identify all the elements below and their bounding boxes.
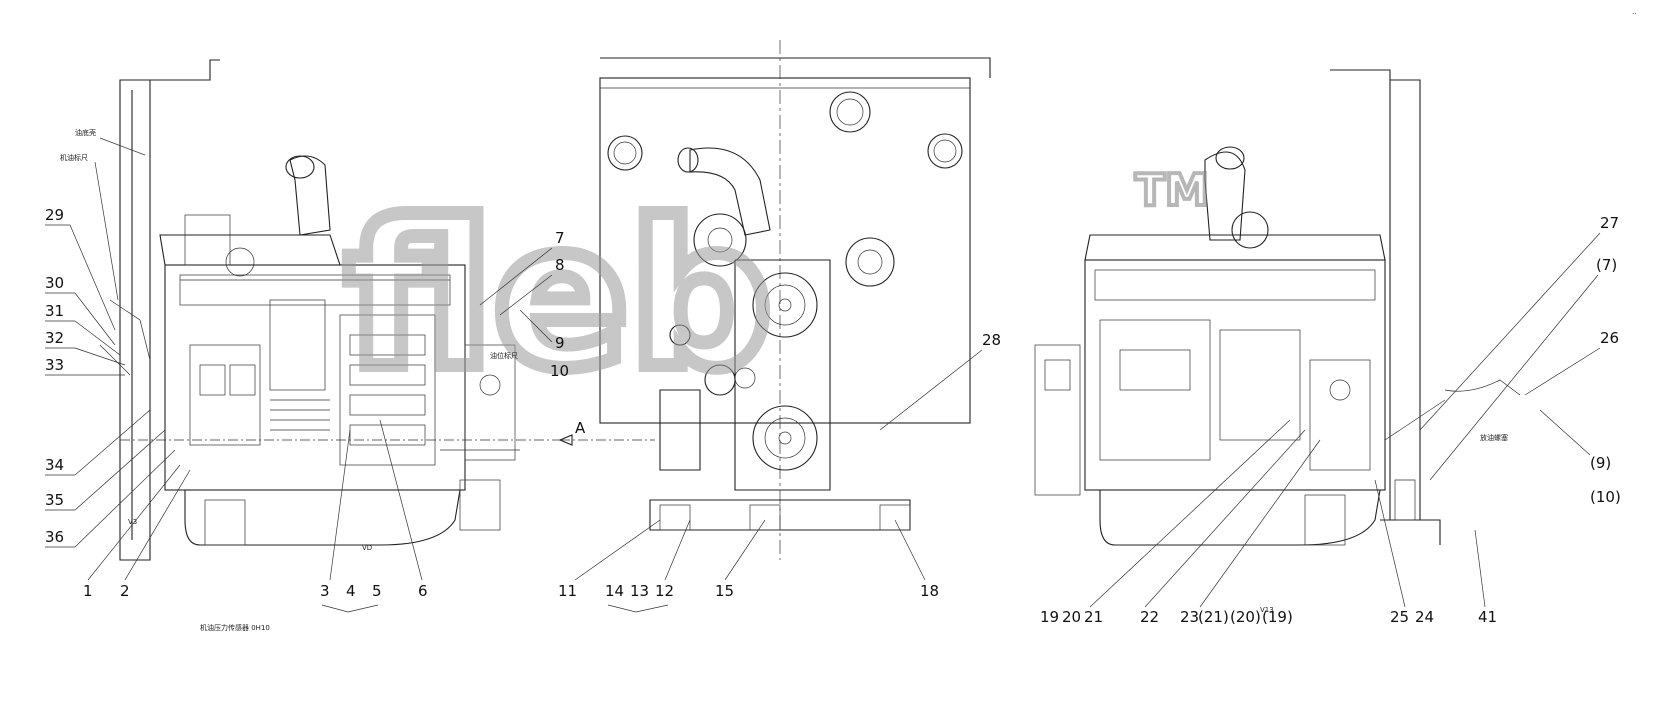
callout-41: 41: [1478, 608, 1497, 626]
callout-36: 36: [45, 528, 64, 546]
callout-33: 33: [45, 356, 64, 374]
callout-30: 30: [45, 274, 64, 292]
callout-12: 12: [655, 582, 674, 600]
watermark: fleb TM: [338, 163, 1211, 420]
front-callouts: 28 11 14 13 12 15 18: [558, 331, 1001, 613]
callout-29: 29: [45, 206, 64, 224]
watermark-text: fleb: [345, 180, 772, 413]
callout-14: 14: [605, 582, 624, 600]
callout-28: 28: [982, 331, 1001, 349]
callout-1: 1: [83, 582, 93, 600]
callout-22: 22: [1140, 608, 1159, 626]
note-oil-pressure-sensor: 机油压力传感器 0H10: [200, 623, 270, 632]
callout-9: 9: [555, 334, 565, 352]
callout-3: 3: [320, 582, 330, 600]
note-drain-plug: 放油螺塞: [1480, 433, 1508, 442]
watermark-trademark: TM: [1135, 165, 1209, 216]
callout-26: 26: [1600, 329, 1619, 347]
callout-27: 27: [1600, 214, 1619, 232]
callout-7: 7: [555, 229, 565, 247]
note-oil-level: 油位标尺: [490, 351, 518, 360]
mark-vd: VD: [362, 544, 372, 552]
view-arrow-label: A: [575, 419, 586, 437]
left-callouts: 29 30 31 32 33 34 35 36 1 2 3 4 5 6 7 8 …: [45, 206, 569, 613]
front-view: [558, 40, 991, 560]
callout-15: 15: [715, 582, 734, 600]
callout-35: 35: [45, 491, 64, 509]
callout-2: 2: [120, 582, 130, 600]
callout-21p: (21): [1198, 608, 1229, 626]
note-oil-pan: 油底壳: [75, 128, 96, 137]
note-dipstick: 机油标尺: [60, 153, 88, 162]
mark-v13: V13: [1260, 606, 1274, 614]
callout-13: 13: [630, 582, 649, 600]
left-side-view: [99, 59, 560, 561]
callout-25: 25: [1390, 608, 1409, 626]
callout-20p: (20): [1230, 608, 1261, 626]
callout-20: 20: [1062, 608, 1081, 626]
callout-23: 23: [1180, 608, 1199, 626]
callout-11: 11: [558, 582, 577, 600]
right-callouts: 27 (7) 26 (9) (10) 19 20 21 22 23 (21) (…: [1040, 214, 1621, 626]
callout-19: 19: [1040, 608, 1059, 626]
callout-8: 8: [555, 256, 565, 274]
callout-5: 5: [372, 582, 382, 600]
callout-19p: (19): [1262, 608, 1293, 626]
callout-6: 6: [418, 582, 428, 600]
callout-34: 34: [45, 456, 64, 474]
callout-4: 4: [346, 582, 356, 600]
callout-18: 18: [920, 582, 939, 600]
mark-v3: V3: [128, 518, 137, 526]
callout-24: 24: [1415, 608, 1434, 626]
right-side-view: [1034, 69, 1521, 546]
corner-mark: ..: [1632, 8, 1636, 16]
callout-31: 31: [45, 302, 64, 320]
callout-21: 21: [1084, 608, 1103, 626]
callout-32: 32: [45, 329, 64, 347]
callout-9p: (9): [1590, 454, 1611, 472]
callout-7p: (7): [1596, 256, 1617, 274]
callout-10: 10: [550, 362, 569, 380]
callout-10p: (10): [1590, 488, 1621, 506]
